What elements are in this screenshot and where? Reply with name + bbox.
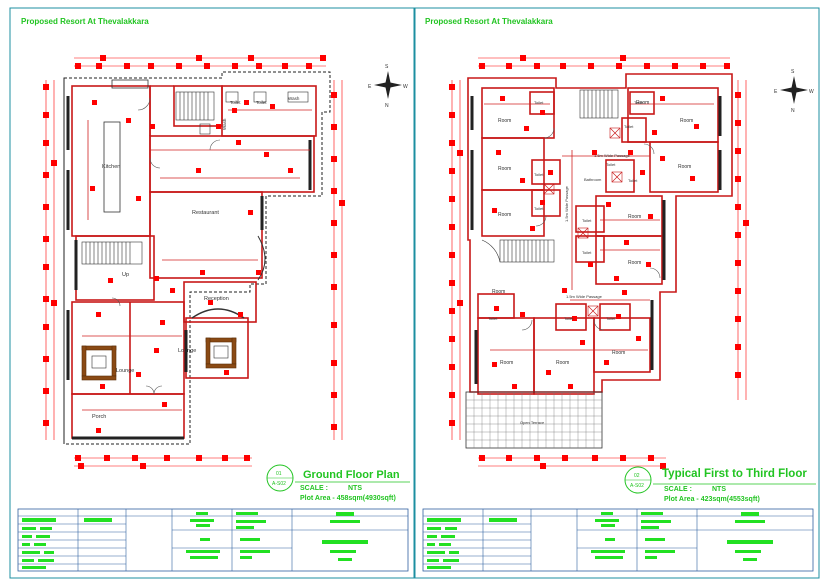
room-label-lounge-2: Lounge [178, 348, 196, 354]
room-label-3: Room [498, 166, 511, 172]
scale-label-left: SCALE : [300, 485, 328, 492]
drawing-ref-top: 01 [276, 471, 282, 477]
toilet-label-3: Toilet [534, 172, 544, 177]
toilet-label-7: Toilet [582, 250, 592, 255]
plan-title-right: Typical First to Third Floor [662, 468, 807, 480]
compass-north-label-2: N [791, 108, 795, 114]
compass-north-label: N [385, 103, 389, 109]
room-label-toilet: Toilet [230, 100, 241, 105]
room-label-kitchen: Kitchen [102, 164, 120, 170]
room-label-reception: Reception [204, 296, 229, 302]
project-title-left: Proposed Resort At Thevalakkara [21, 17, 149, 26]
title-block-left [17, 508, 409, 572]
drawing-reference-bubble-2: 02 A-S02 [624, 466, 652, 494]
room-label-10: Room [612, 350, 625, 356]
scale-value-left: NTS [348, 485, 362, 492]
title-block-right [422, 508, 814, 572]
room-label-5: Room [498, 212, 511, 218]
bathroom-label: Bathroom [584, 177, 602, 182]
scale-value-right: NTS [712, 486, 726, 493]
drawing-ref-top-2: 02 [634, 473, 640, 479]
toilet-label-1: Toilet [534, 100, 544, 105]
room-label-12: Room [636, 100, 649, 106]
room-label-1: Room [498, 118, 511, 124]
compass-south-label: S [385, 64, 389, 70]
room-label-8: Room [500, 360, 513, 366]
compass-east-label: E [368, 84, 372, 90]
open-terrace-hatch [465, 391, 603, 449]
room-label-11: Room [492, 289, 505, 295]
room-label-9: Room [556, 360, 569, 366]
toilet-label-9: Toilet [564, 316, 574, 321]
typical-floor-plan: Room Room Room Room Room Room Room Room … [449, 55, 816, 494]
toilet-label-5: Toilet [628, 178, 638, 183]
toilet-label-11: Toilet [624, 124, 634, 129]
compass-west-label-2: W [809, 89, 814, 95]
project-title-right: Proposed Resort At Thevalakkara [425, 17, 553, 26]
room-label-up: Up [122, 272, 129, 278]
plan-title-left: Ground Floor Plan [303, 469, 400, 481]
room-label-toilet-2: Toilet [256, 100, 267, 105]
toilet-label-2: Toilet [634, 100, 644, 105]
compass-south-label-2: S [791, 69, 795, 75]
north-arrow-icon: S N E W [368, 64, 408, 109]
ground-floor-plan: Kitchen Restaurant Up Reception Lounge L… [43, 55, 410, 492]
room-label-lounge: Lounge [116, 368, 134, 374]
drawing-reference-bubble: 01 A-S02 [266, 464, 294, 492]
scale-label-right: SCALE : [664, 486, 692, 493]
toilet-label-4: Toilet [534, 206, 544, 211]
toilet-label-6: Toilet [582, 218, 592, 223]
room-label-7: Room [628, 260, 641, 266]
room-label-porch: Porch [92, 414, 106, 420]
room-label-6: Room [628, 214, 641, 220]
toilet-label-10: Toilet [606, 316, 616, 321]
north-arrow-icon: S N E W [774, 69, 814, 114]
room-label-restaurant: Restaurant [192, 210, 219, 216]
toilet-label-12: Toilet [606, 162, 616, 167]
room-label-wash-2: Wash [222, 118, 227, 130]
drawing-ref-bottom: A-S02 [272, 481, 286, 487]
passage-label-bottom: 1.5m Wide Passage [566, 294, 603, 299]
passage-label-vertical: 1.5m Wide Passage [564, 185, 569, 222]
plot-area-left: Plot Area - 458sqm(4930sqft) [300, 495, 396, 502]
passage-label-top: 1.5m Wide Passage [594, 153, 631, 158]
compass-east-label-2: E [774, 89, 778, 95]
plot-area-right: Plot Area - 423sqm(4553sqft) [664, 496, 760, 503]
open-terrace-label: Open Terrace [520, 420, 545, 425]
drawing-ref-bottom-2: A-S02 [630, 483, 644, 489]
room-label-2: Room [680, 118, 693, 124]
room-label-4: Room [678, 164, 691, 170]
toilet-label-8: Toilet [488, 316, 498, 321]
room-label-wash: Wash [288, 96, 300, 101]
compass-west-label: W [403, 84, 408, 90]
